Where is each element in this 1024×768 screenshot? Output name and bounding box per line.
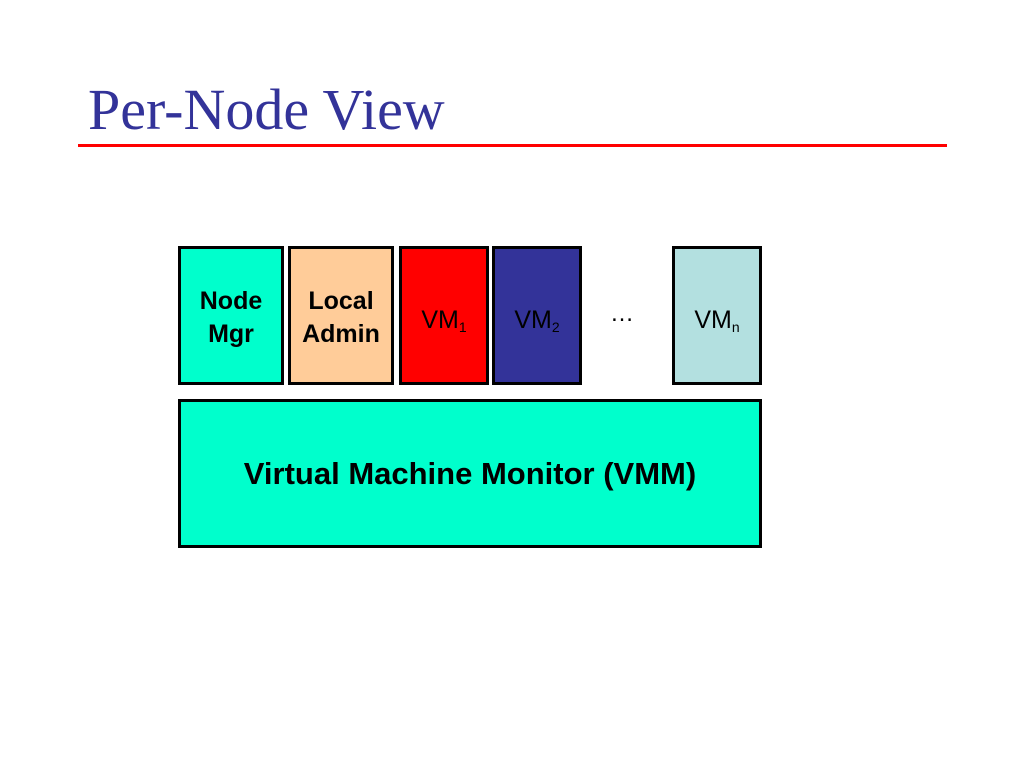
vm-2-label-subscript: 2 — [551, 319, 560, 335]
vm-n-label: VMn — [694, 304, 739, 337]
vm-2-box: VM2 — [492, 246, 582, 385]
node-mgr-label: Node Mgr — [200, 285, 263, 351]
node-mgr-box: Node Mgr — [178, 246, 284, 385]
local-admin-box: Local Admin — [288, 246, 394, 385]
node-mgr-label-line-1: Node — [199, 287, 263, 315]
vm-n-label-subscript: n — [731, 319, 740, 335]
vm-1-label-base: VM — [421, 306, 459, 334]
slide-title: Per-Node View — [88, 77, 445, 142]
vmm-label: Virtual Machine Monitor (VMM) — [243, 456, 697, 491]
vm-2-label: VM2 — [514, 304, 559, 337]
node-mgr-label-line-2: Mgr — [208, 320, 254, 348]
vmm-box: Virtual Machine Monitor (VMM) — [178, 399, 762, 548]
local-admin-label-line-1: Local — [308, 287, 374, 315]
vm-1-label-subscript: 1 — [458, 319, 467, 335]
vm-n-label-base: VM — [694, 306, 732, 334]
vm-n-box: VMn — [672, 246, 762, 385]
local-admin-label-line-2: Admin — [302, 320, 380, 348]
vm-1-label: VM1 — [421, 304, 466, 337]
more-vms-ellipsis: … — [610, 300, 634, 327]
local-admin-label: Local Admin — [302, 285, 380, 351]
vm-1-box: VM1 — [399, 246, 489, 385]
vm-2-label-base: VM — [514, 306, 552, 334]
title-underline — [78, 144, 947, 147]
